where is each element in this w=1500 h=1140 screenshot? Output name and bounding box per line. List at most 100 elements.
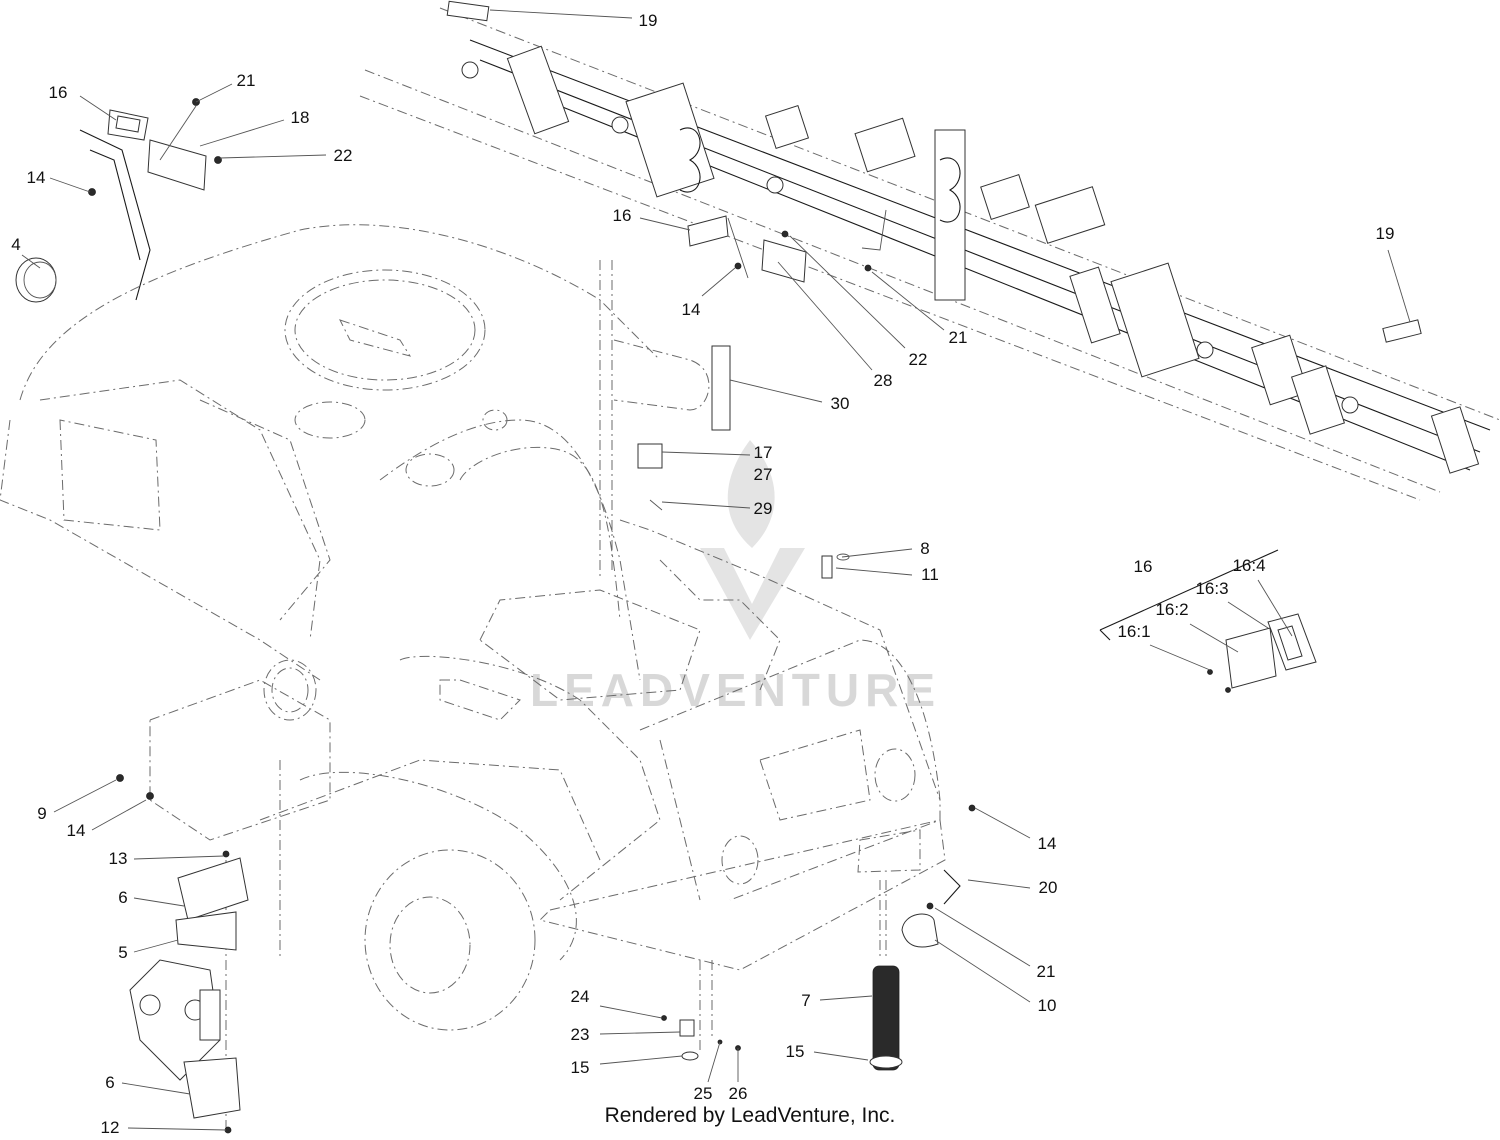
callout-number: 16:1 [1117,622,1150,641]
leader-line [819,995,873,1001]
callout-c14a: 14 [27,168,91,193]
connector-parts [661,1015,741,1061]
leader-line [639,217,691,231]
callout-c14c: 14 [67,799,147,840]
callout-c7: 7 [801,991,873,1010]
leader-line [599,1031,681,1035]
sprayer-machine-body [0,224,946,1130]
callout-c13: 13 [109,849,225,868]
callout-number: 14 [682,300,701,319]
callout-number: 16:3 [1195,579,1228,598]
callout-number: 11 [921,565,939,584]
leader-line [49,177,91,193]
callout-c29: 29 [661,499,772,518]
leader-line [199,119,285,147]
leader-line [489,9,633,19]
callout-number: 5 [118,943,127,962]
leader-line [1257,579,1293,637]
callout-c19b: 19 [1376,224,1411,323]
callout-c9: 9 [37,779,117,823]
leader-line [133,855,225,860]
bolts-left [116,774,154,800]
leader-line [133,939,179,953]
callout-number: 25 [694,1084,713,1103]
callout-number: 22 [909,350,928,369]
callout-number: 28 [874,371,893,390]
callout-number: 10 [1038,996,1057,1015]
callout-c20: 20 [967,878,1058,897]
callout-c21c: 21 [934,907,1056,981]
leader-line [934,907,1031,967]
decal-19-top [446,0,490,22]
decals-center [637,345,731,511]
callout-c15b: 15 [571,1055,683,1077]
callout-c26: 26 [729,1048,747,1103]
callout-c28: 28 [777,261,893,390]
callout-number: 14 [1038,834,1057,853]
callout-c161: 16:1 [1117,622,1211,671]
leader-line [789,235,906,349]
reflector-inset [1099,549,1317,693]
leader-line [729,379,823,403]
reflector-bracket-assembly [15,98,222,303]
leader-line [53,779,117,813]
leader-line [707,1041,721,1083]
callout-number: 27 [754,465,773,484]
leader-line [1189,623,1239,653]
leader-line [127,1127,227,1131]
leader-line [813,1051,869,1061]
callout-number: 17 [754,443,773,462]
leader-line [967,879,1031,889]
callout-number: 21 [1037,962,1056,981]
callout-number: 15 [786,1042,805,1061]
callout-number: 6 [105,1073,114,1092]
callout-c163: 16:3 [1195,579,1269,629]
leader-line [871,271,945,331]
callout-c11: 11 [835,565,939,584]
callout-c21a: 21 [195,71,255,103]
spray-boom [359,0,1500,501]
leader-line [661,501,751,509]
callout-number: 30 [831,394,850,413]
callout-c24: 24 [571,987,663,1019]
callout-c22b: 22 [789,235,928,369]
callout-c16b: 16 [613,206,691,231]
leader-line [974,807,1031,839]
fitting-8-11 [821,553,850,579]
callout-number: 8 [920,539,929,558]
callout-c8: 8 [841,539,930,558]
leader-line [79,95,117,121]
callout-c12: 12 [101,1118,227,1137]
callout-c25: 25 [694,1041,721,1103]
callout-c4: 4 [11,235,41,269]
leader-line [219,154,327,159]
callout-number: 24 [571,987,590,1006]
callout-number: 20 [1039,878,1058,897]
leader-line [934,939,1031,1003]
callout-number: 19 [639,11,658,30]
callout-c14d: 14 [974,807,1057,853]
callout-c27: 27 [754,465,773,484]
callout-number: 7 [801,991,810,1010]
callout-number: 14 [27,168,46,187]
leader-line [133,897,185,907]
callout-c6b: 6 [105,1073,191,1095]
callout-c164: 16:4 [1232,556,1293,637]
callout-c18: 18 [199,108,309,147]
watermark: LEADVENTURE [530,440,941,716]
callout-number: 12 [101,1118,120,1137]
callout-number: 9 [37,804,46,823]
callout-number: 16 [613,206,632,225]
callout-c16c: 16 [1134,557,1153,576]
footer-credit: Rendered by LeadVenture, Inc. [604,1104,896,1127]
callout-number: 16:4 [1232,556,1265,575]
boom-reflector-bracket [687,209,887,283]
callout-number: 16 [1134,557,1153,576]
callout-number: 6 [118,888,127,907]
watermark-text: LEADVENTURE [530,664,941,716]
callout-c22a: 22 [219,146,352,165]
callout-number: 14 [67,821,86,840]
callout-c17: 17 [661,443,773,462]
